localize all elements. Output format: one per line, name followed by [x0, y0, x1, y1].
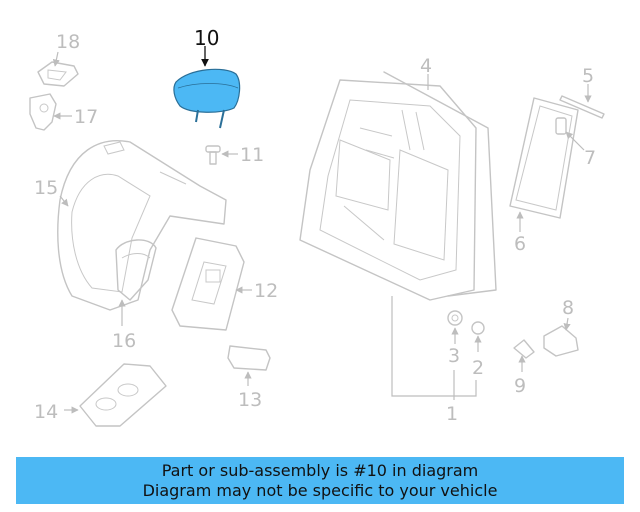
- callout-10[interactable]: 10: [194, 26, 219, 50]
- part-2-bolt: 2: [471, 321, 485, 379]
- callout-2[interactable]: 2: [472, 357, 484, 379]
- info-banner: Part or sub-assembly is #10 in diagram D…: [16, 457, 624, 504]
- part-5-strip: 5: [559, 65, 605, 119]
- callout-16[interactable]: 16: [112, 330, 136, 352]
- callout-15[interactable]: 15: [34, 177, 58, 199]
- callout-4[interactable]: 4: [420, 55, 432, 77]
- part-4-seat-frame: 4: [299, 55, 497, 301]
- part-12-armrest-frame: 12: [171, 237, 278, 331]
- part-6-panel: 6: [509, 97, 579, 255]
- part-14-cup-holder: 14: [34, 363, 167, 427]
- callout-5[interactable]: 5: [582, 65, 594, 87]
- part-11-guide: 11: [205, 144, 264, 166]
- part-17-latch: 17: [29, 93, 98, 131]
- callout-18[interactable]: 18: [56, 31, 80, 53]
- callout-9[interactable]: 9: [514, 375, 526, 397]
- part-9-clip: 9: [513, 339, 535, 397]
- part-7-clip: 7: [555, 117, 596, 169]
- part-16-trim: 16: [112, 239, 157, 352]
- part-8-bracket: 8: [543, 297, 579, 357]
- part-18-bracket: 18: [37, 31, 80, 87]
- banner-line-1: Part or sub-assembly is #10 in diagram: [161, 460, 479, 480]
- callout-1[interactable]: 1: [446, 403, 458, 425]
- part-10-headrest[interactable]: 10: [173, 26, 241, 129]
- callout-17[interactable]: 17: [74, 106, 98, 128]
- callout-6[interactable]: 6: [514, 233, 526, 255]
- callout-8[interactable]: 8: [562, 297, 574, 319]
- callout-13[interactable]: 13: [238, 389, 262, 411]
- part-1-assembly: 1: [391, 296, 477, 425]
- callout-3[interactable]: 3: [448, 345, 460, 367]
- part-15-seat-cover: 15: [34, 140, 227, 311]
- callout-11[interactable]: 11: [240, 144, 264, 166]
- callout-7[interactable]: 7: [584, 147, 596, 169]
- callout-12[interactable]: 12: [254, 280, 278, 302]
- banner-line-2: Diagram may not be specific to your vehi…: [142, 480, 498, 500]
- callout-14[interactable]: 14: [34, 401, 58, 423]
- part-13-pad: 13: [227, 345, 271, 411]
- part-3-nut: 3: [447, 310, 463, 367]
